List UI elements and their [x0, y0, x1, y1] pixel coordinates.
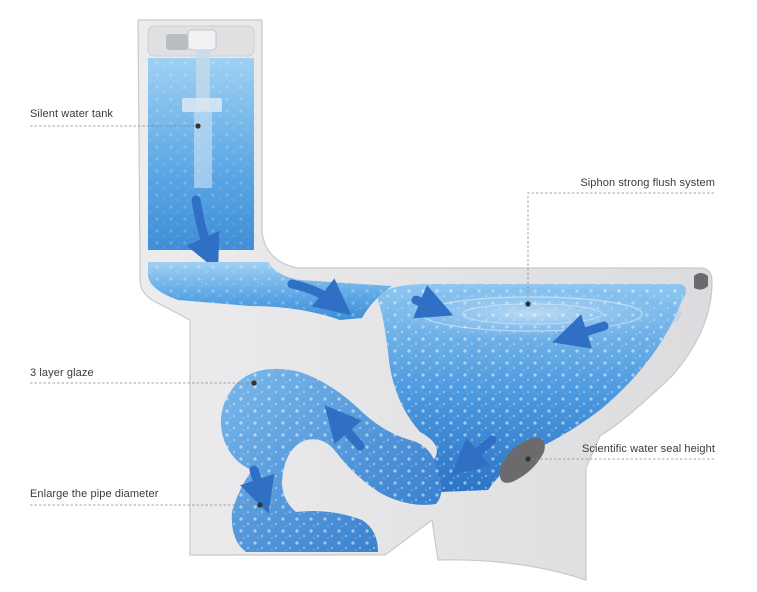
water-seal-cavity — [499, 437, 545, 483]
pipe-arrow-up — [324, 405, 365, 451]
bowl-arrow-down — [451, 435, 497, 476]
dot-seal — [525, 456, 531, 462]
bowl-arrow-surface — [411, 285, 454, 319]
leader-siphon — [527, 192, 714, 304]
rim-outlet — [694, 273, 708, 290]
rim-flow-arrow — [287, 278, 352, 315]
callout-pipe-diameter: Enlarge the pipe diameter — [30, 488, 159, 500]
callout-glaze: 3 layer glaze — [30, 367, 94, 379]
water-surface-swirl — [382, 288, 682, 340]
fill-valve — [166, 29, 222, 188]
leader-lines — [30, 125, 714, 506]
callout-silent-water-tank: Silent water tank — [30, 108, 114, 120]
pipe-arrow-down — [240, 465, 275, 514]
dot-tank — [195, 123, 201, 129]
callout-siphon-flush-system: Siphon strong flush system — [580, 177, 715, 189]
dot-pipe — [257, 502, 263, 508]
leader-dots — [195, 123, 531, 508]
tank-flow-arrow — [186, 195, 220, 272]
callout-water-seal-height: Scientific water seal height — [581, 443, 715, 455]
bowl-arrow-swirl — [552, 314, 609, 349]
dot-glaze — [251, 380, 257, 386]
dot-siphon — [525, 301, 531, 307]
